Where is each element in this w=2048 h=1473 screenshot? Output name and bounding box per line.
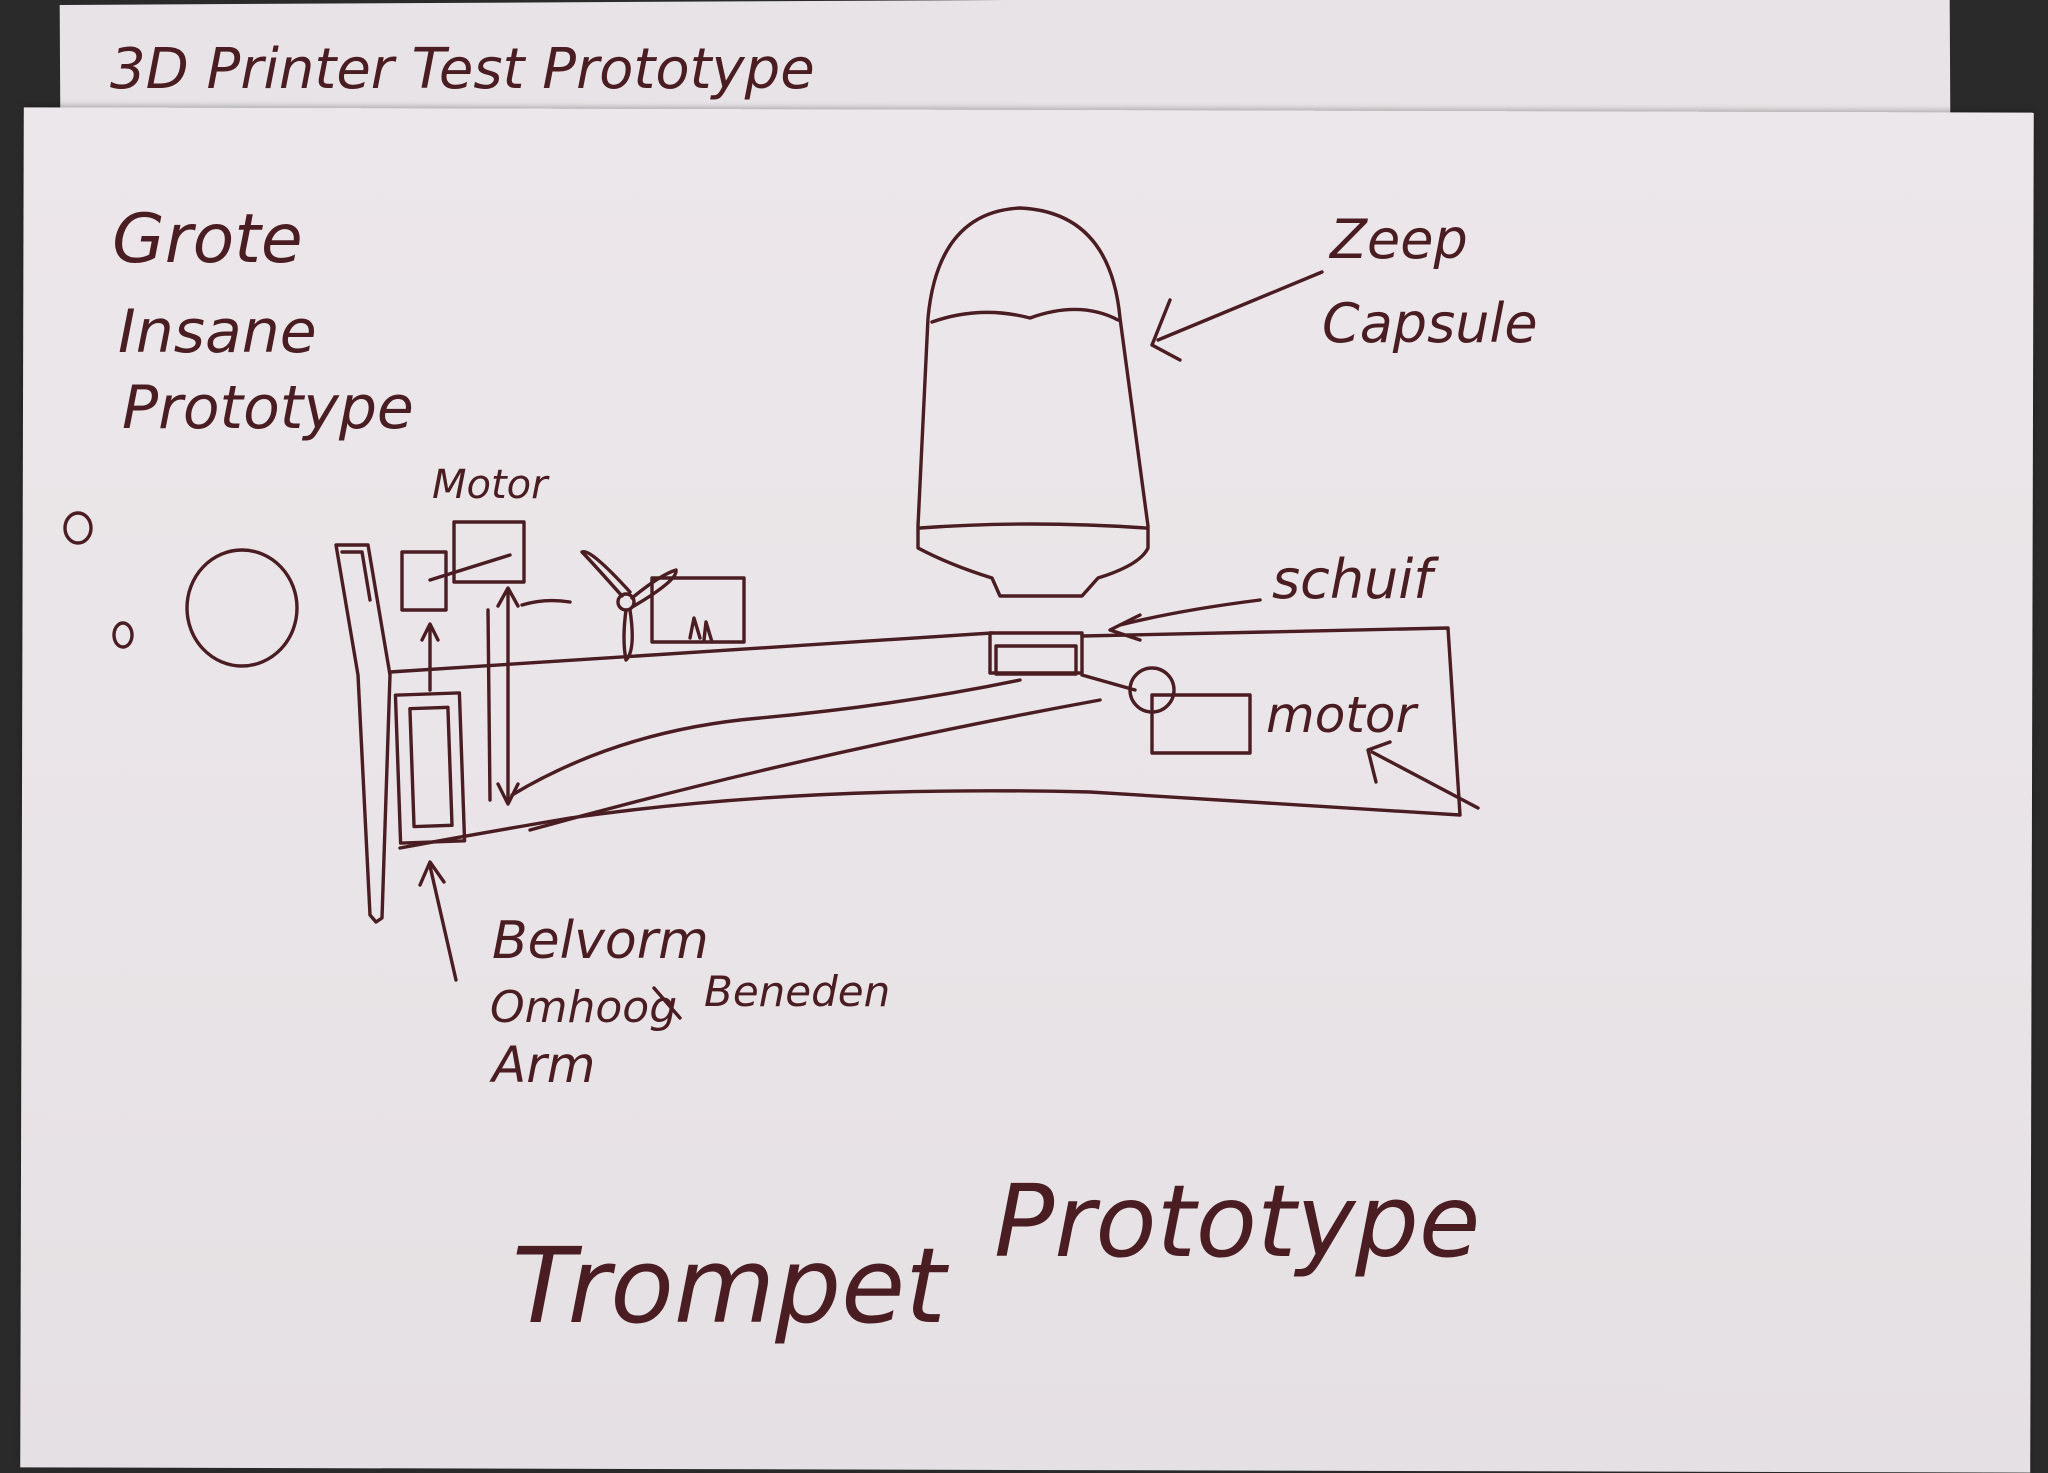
schuif-pointer-head	[1108, 613, 1142, 642]
label-prototype-note: Prototype	[122, 373, 414, 443]
label-motor-right: motor	[1266, 686, 1419, 744]
motor-box-upper	[452, 520, 526, 584]
bell-opening-circle	[185, 548, 299, 668]
motor-pointer-head	[1366, 740, 1392, 784]
right-motor-link	[1080, 673, 1137, 692]
schuif-slider-inner	[994, 644, 1078, 676]
label-insane: Insane	[118, 297, 317, 367]
arm-box-inner	[408, 705, 454, 829]
label-schuif: schuif	[1272, 548, 1439, 611]
right-motor-box	[1150, 693, 1252, 755]
motor-box-side	[400, 550, 448, 612]
label-zeep: Zeep	[1328, 208, 1468, 271]
motor-wire	[520, 598, 572, 607]
arm-up-arrow-head	[420, 622, 440, 642]
label-capsule: Capsule	[1322, 292, 1538, 355]
label-motor-top: Motor	[432, 462, 550, 508]
label-belvorm: Belvorm	[492, 911, 709, 971]
small-circle-1	[63, 511, 93, 545]
small-circle-2	[112, 621, 134, 649]
trumpet-inner-line	[528, 698, 1102, 832]
motor-pointer-line	[1370, 750, 1480, 810]
capsule-pointer-head	[1150, 298, 1182, 362]
schuif-slider-box	[988, 631, 1084, 675]
arm-box	[393, 691, 467, 845]
trumpet-top-edge	[388, 631, 994, 674]
label-omhoog: Omhoog	[490, 982, 677, 1033]
title-prototype: Prototype	[994, 1163, 1480, 1280]
fan-motor-box	[650, 576, 746, 644]
motor-shaft	[428, 553, 512, 582]
title-trompet: Trompet	[512, 1225, 949, 1347]
top-sheet-heading: 3D Printer Test Prototype	[110, 37, 815, 102]
capsule-neck-line	[918, 522, 1148, 530]
slash-mark	[652, 986, 682, 1020]
label-beneden: Beneden	[704, 967, 890, 1016]
schuif-pointer-line	[1118, 598, 1262, 627]
belvorm-pointer-head	[418, 860, 446, 887]
belvorm-pointer-line	[428, 864, 458, 982]
trumpet-box-outline	[398, 626, 1462, 850]
vertical-post-detail	[340, 550, 372, 602]
label-grote: Grote	[112, 200, 303, 279]
soap-capsule	[916, 206, 1150, 598]
trumpet-inner-curve	[510, 678, 1022, 797]
vertical-post	[334, 543, 392, 924]
fan-motor-detail	[688, 616, 714, 644]
double-arrow-bottom	[496, 782, 520, 806]
double-arrow-top	[496, 586, 520, 608]
capsule-pointer-line	[1156, 270, 1324, 342]
double-arrow-guide	[486, 608, 492, 802]
fan-icon	[580, 550, 678, 662]
label-arm: Arm	[489, 1036, 595, 1094]
capsule-liquid-line	[930, 307, 1120, 324]
